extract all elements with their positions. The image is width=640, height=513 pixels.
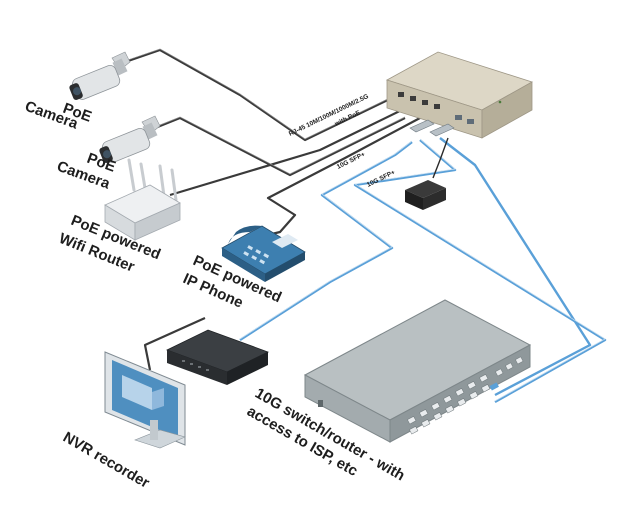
sfp-modules: [409, 119, 455, 137]
svg-text:NVR recorder: NVR recorder: [60, 429, 152, 492]
wifi-router-icon: [104, 158, 181, 241]
label-nvr: NVR recorder: [60, 429, 152, 492]
camera-icon: [69, 51, 131, 100]
fiber-cables-highlight: [239, 138, 606, 402]
cable-camera2: [154, 116, 406, 177]
ethernet-cables-highlight: [124, 48, 406, 175]
camera-icon: [99, 115, 161, 163]
cable-router: [169, 104, 413, 197]
monitor-icon: [104, 351, 186, 449]
cable-nvr-monitor: [143, 316, 206, 371]
poe-switch-icon: [385, 51, 533, 139]
label-camera-1: PoE Camera: [23, 98, 94, 133]
ethernet-cables: [124, 48, 421, 371]
fiber-cables: [239, 137, 607, 404]
cable-phone: [254, 117, 421, 240]
power-adapter-icon: [405, 137, 449, 210]
label-camera-2: PoE Camera: [55, 150, 118, 193]
fiber-nvr-to-poe-switch: [239, 141, 413, 342]
rack-switch-icon: [303, 299, 532, 443]
label-nvr-text: NVR recorder: [60, 429, 152, 492]
cable-camera1: [124, 48, 399, 142]
fiber-sfp1-to-rack: [353, 139, 607, 404]
ip-phone-icon: [221, 225, 306, 282]
fiber-sfp2-to-rack: [439, 137, 592, 397]
nvr-box-icon: [165, 329, 270, 385]
